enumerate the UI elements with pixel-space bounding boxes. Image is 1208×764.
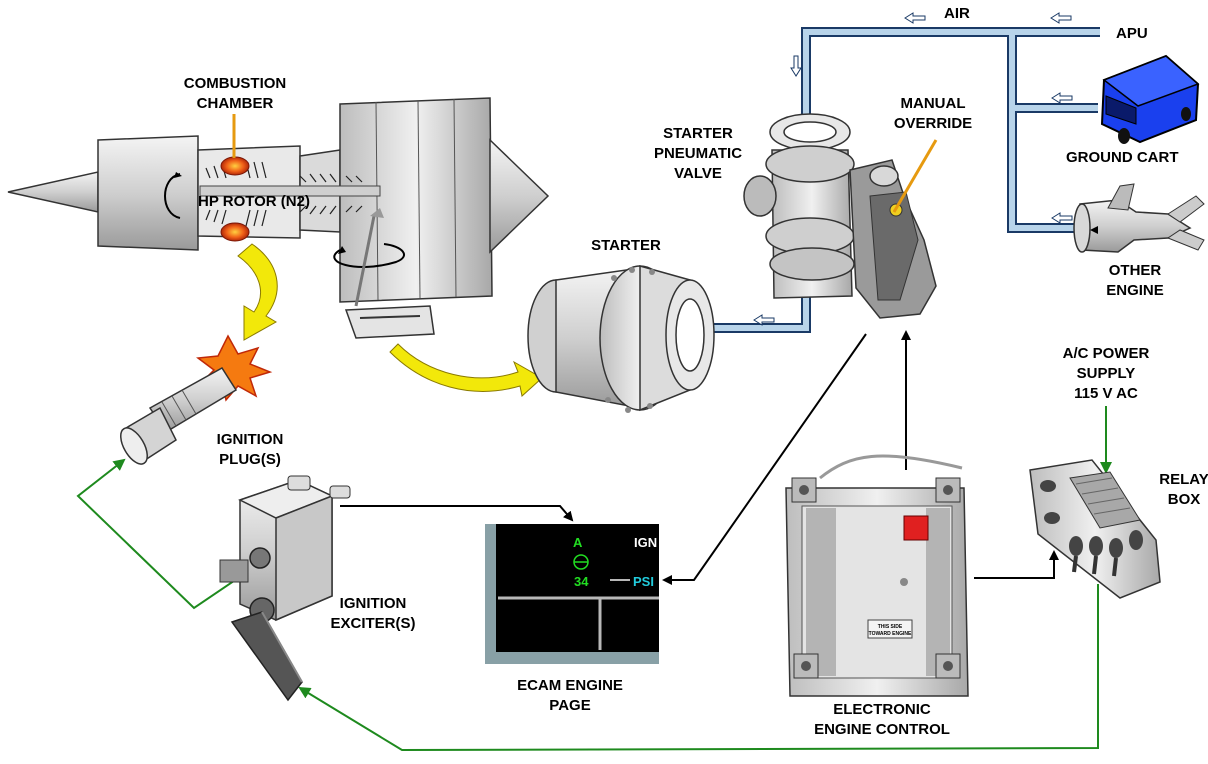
ac-power-supply-label-line-3: 115 V AC [1074,385,1138,402]
ground-cart-icon [1100,54,1200,144]
other-engine-label-line-1: OTHER [1109,262,1162,279]
air-label: AIR [944,5,970,22]
starter-pneumatic-valve-label-line-2: PNEUMATIC [654,145,742,162]
ecam-ign-title: IGN [634,535,657,550]
flow-arrow-left-icon [904,12,926,24]
signal-line-eec-to-relay [974,550,1059,579]
ecam-engine-page: A IGN 34 PSI [485,524,659,664]
eec-caution-label [903,515,929,541]
relay-box-label-line-2: BOX [1168,491,1201,508]
relay-box-icon [1029,459,1161,599]
starter-pneumatic-valve-icon [743,113,937,319]
other-engine-icon [1073,183,1205,253]
electronic-engine-control-icon: THIS SIDE TOWARD ENGINE [785,454,969,697]
flow-arrow-left-icon [753,314,775,326]
jet-engine-cutaway [7,97,550,339]
electronic-engine-control-label-line-1: ELECTRONIC [833,701,931,718]
starter-icon [527,265,715,413]
manual-override-label-line-2: OVERRIDE [894,115,972,132]
labels: AIR APU GROUND CART OTHER ENGINE COMBUST… [184,5,1208,738]
starter-pneumatic-valve-label-line-3: VALVE [674,165,722,182]
manual-override-pointer [892,139,938,213]
ground-cart-label: GROUND CART [1066,149,1179,166]
power-line-exciter-to-plug [76,458,257,610]
other-engine-label-line-2: ENGINE [1106,282,1164,299]
hp-rotor-label: HP ROTOR (N2) [198,193,310,210]
starter-pneumatic-valve-label-line-1: STARTER [663,125,733,142]
eec-plate [867,619,913,639]
flow-arrow-left-icon [1050,12,1072,24]
ecam-channel-label: A [573,535,583,550]
electronic-engine-control-label-line-2: ENGINE CONTROL [814,721,950,738]
ecam-engine-page-label-line-2: PAGE [549,697,590,714]
ignition-exciter-icon [219,475,351,702]
spark-icon [196,334,273,402]
relay-box-label-line-1: RELAY [1159,471,1208,488]
ac-power-supply-label-line-2: SUPPLY [1077,365,1136,382]
ignition-plugs-label-line-1: IGNITION [217,431,284,448]
ac-power-supply-label-line-1: A/C POWER [1063,345,1150,362]
power-line-relay-to-exciter [298,584,1099,752]
eec-plate-line-2: TOWARD ENGINE [869,631,912,637]
signal-line-exciter-to-ecam [340,505,574,522]
starter-label: STARTER [591,237,661,254]
ecam-engine-page-label-line-1: ECAM ENGINE [517,677,623,694]
apu-label: APU [1116,25,1148,42]
ignition-plug-icon [120,367,238,465]
flow-arrow-left-icon [1051,212,1073,224]
heat-arrow-to-plug [237,243,278,341]
ignition-plugs-label-line-2: PLUG(S) [219,451,281,468]
flow-arrow-down-icon [790,55,802,77]
ecam-psi-unit: PSI [633,574,654,589]
combustion-chamber-label-line-1: COMBUSTION [184,75,287,92]
eec-plate-line-1: THIS SIDE [878,624,903,630]
ignition-exciters-label-line-2: EXCITER(S) [330,615,415,632]
heat-arrow-to-starter [389,343,543,397]
manual-override-label-line-1: MANUAL [901,95,966,112]
signal-line-valve-to-ecam [662,333,867,585]
ignition-exciters-label-line-1: IGNITION [340,595,407,612]
flow-arrow-left-icon [1051,92,1073,104]
ecam-pressure-value: 34 [574,574,589,589]
combustion-chamber-label-line-2: CHAMBER [197,95,274,112]
